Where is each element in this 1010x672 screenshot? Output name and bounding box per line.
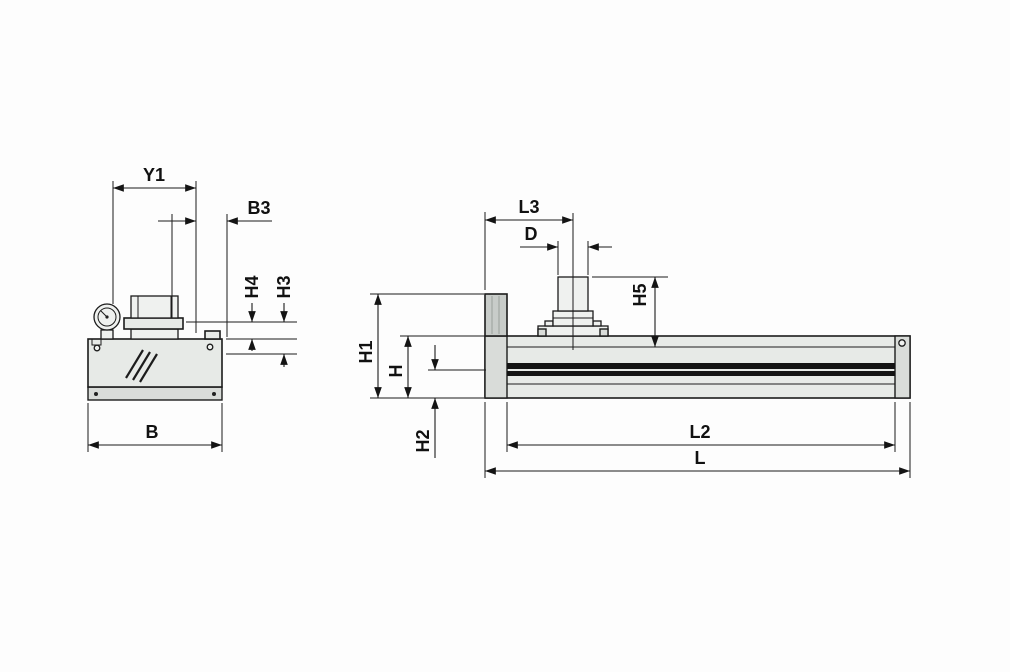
- dim-label-l: L: [695, 448, 706, 468]
- dim-label-h4: H4: [242, 275, 262, 298]
- dim-label-h: H: [386, 365, 406, 378]
- drive-block: [484, 293, 508, 337]
- dim-label-b: B: [146, 422, 159, 442]
- dim-label-d: D: [525, 224, 538, 244]
- hatch-line: [132, 351, 151, 381]
- gauge-hub: [105, 315, 109, 319]
- motor-flange: [123, 317, 184, 330]
- dimension-y1: Y1: [112, 165, 197, 333]
- side-view: L3 D H5 H1 H H2: [356, 197, 911, 478]
- dim-label-h1: H1: [356, 340, 376, 363]
- dim-label-h5: H5: [630, 283, 650, 306]
- dimension-l3: L3: [484, 197, 573, 290]
- base-screw: [212, 392, 216, 396]
- hatch-line: [125, 349, 144, 379]
- dim-label-h2: H2: [413, 429, 433, 452]
- base-screw: [94, 392, 98, 396]
- dimension-h5: H5: [592, 276, 668, 347]
- left-end-cap: [484, 335, 508, 399]
- end-body: [87, 338, 223, 388]
- dim-label-l3: L3: [518, 197, 539, 217]
- carriage-screw: [544, 320, 554, 327]
- dimension-d: D: [520, 224, 612, 275]
- end-view: Y1 B3 H4 H3 B: [87, 165, 297, 452]
- guide-band: [507, 371, 895, 376]
- hatch-line: [139, 353, 158, 383]
- dimension-b3: B3: [158, 198, 272, 337]
- dimension-h2: H2: [413, 345, 486, 458]
- carriage-tab: [537, 328, 547, 337]
- motor-neck: [130, 328, 179, 340]
- dimension-h: H: [386, 335, 484, 398]
- side-view-part: [484, 213, 911, 399]
- gauge-stem: [100, 329, 114, 340]
- dimension-h1: H1: [356, 293, 484, 399]
- dim-label-y1: Y1: [143, 165, 165, 185]
- mount-hole: [93, 344, 101, 352]
- dimension-b: B: [87, 403, 223, 452]
- dim-label-h3: H3: [274, 275, 294, 298]
- end-view-part: [87, 295, 223, 401]
- dimension-l: L: [484, 402, 911, 478]
- guide-band: [507, 363, 895, 369]
- carriage-tab: [599, 328, 609, 337]
- dimension-l2: L2: [506, 402, 896, 452]
- end-cap-screw: [898, 339, 906, 347]
- dim-label-b3: B3: [247, 198, 270, 218]
- gauge-dial-inner: [97, 307, 117, 327]
- end-base-plate: [87, 386, 223, 401]
- dim-label-l2: L2: [689, 422, 710, 442]
- mount-hole: [206, 343, 214, 351]
- top-right-tab: [204, 330, 221, 340]
- dimension-h4-h3: H4 H3: [186, 275, 297, 367]
- carriage-screw: [592, 320, 602, 327]
- motor-housing: [130, 295, 179, 319]
